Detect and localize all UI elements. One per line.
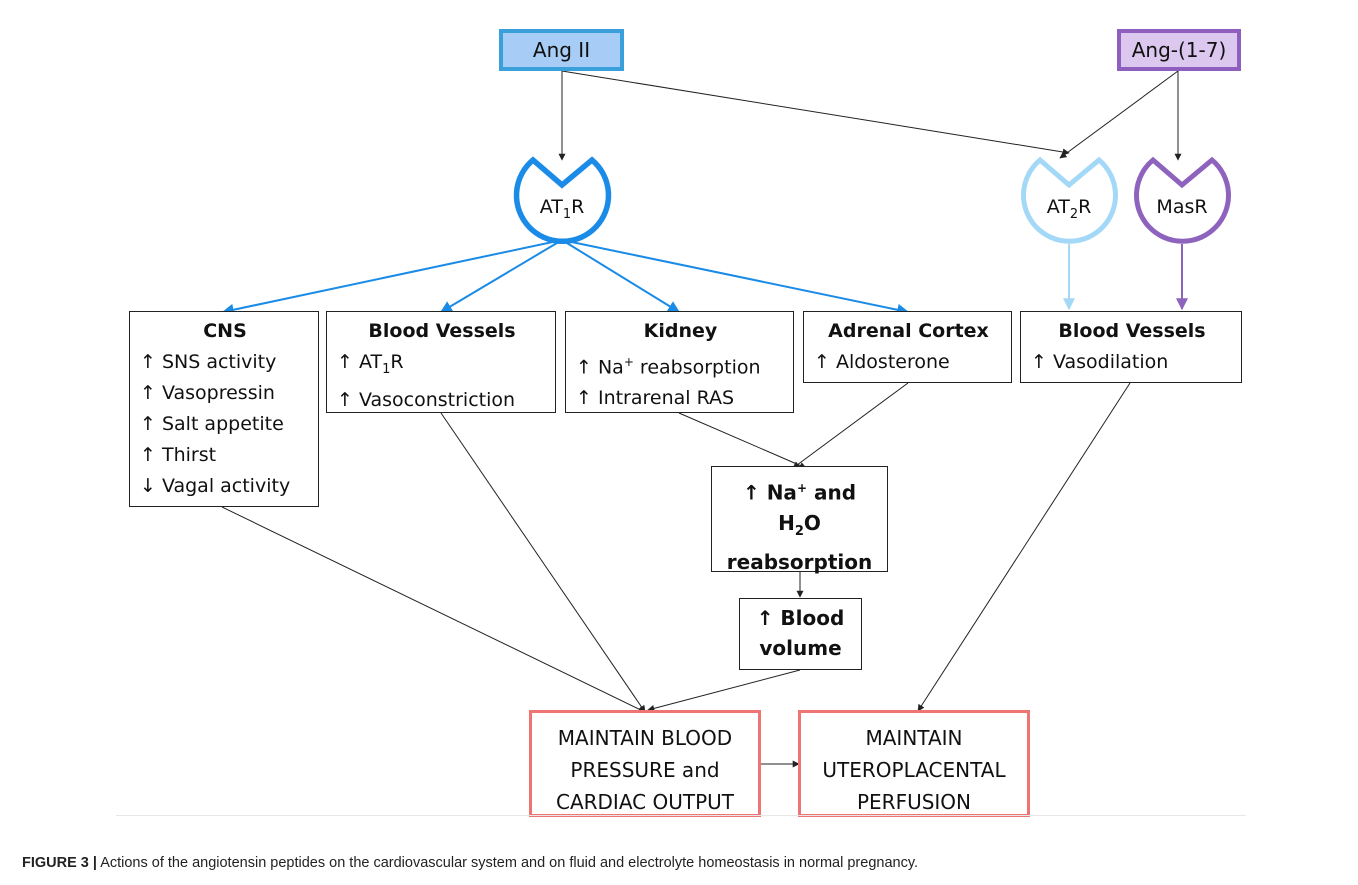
arrow-ang2-to-at2r (561, 70, 1070, 156)
cns-line-2: ↑ Vasopressin (140, 382, 275, 404)
ang2-label: Ang II (532, 38, 591, 62)
reabsorption-line-3: reabsorption (726, 549, 873, 574)
reabsorption-line-2: H2O (778, 510, 821, 539)
arrow-ang17-to-at2r (1059, 70, 1179, 159)
cns-line-3: ↑ Salt appetite (140, 413, 284, 435)
adrenal-cortex-title: Adrenal Cortex (828, 320, 989, 342)
reabsorption-box: ↑ Na+ and H2O reabsorption (711, 466, 888, 574)
ang17-label: Ang-(1-7) (1131, 38, 1227, 62)
reabsorption-line-1: ↑ Na+ and (742, 480, 857, 505)
arrow-at1r-to-vessels (439, 239, 563, 313)
maintain-bp-line-2: PRESSURE and (570, 758, 720, 782)
caption-text: Actions of the angiotensin peptides on t… (96, 855, 919, 871)
blood-vessels-line-1: ↑ AT1R (337, 351, 404, 377)
masr-label: MasR (1142, 196, 1222, 218)
arrow-at1r-to-cns (221, 239, 563, 316)
blood-volume-line-1: ↑ Blood (756, 606, 845, 630)
cns-box: CNS ↑ SNS activity ↑ Vasopressin ↑ Salt … (129, 311, 319, 507)
maintain-blood-pressure-box: MAINTAIN BLOOD PRESSURE and CARDIAC OUTP… (529, 710, 761, 817)
kidney-title: Kidney (643, 320, 718, 342)
at1r-label: AT1R (522, 196, 602, 222)
blood-vessels-2-title: Blood Vessels (1058, 320, 1206, 342)
figure-caption: FIGURE 3 | Actions of the angiotensin pe… (22, 855, 918, 871)
blood-vessels-line-2: ↑ Vasoconstriction (337, 388, 516, 411)
kidney-box: Kidney ↑ Na+ reabsorption ↑ Intrarenal R… (565, 311, 794, 413)
arrow-adrenal-to-reabsorption (792, 382, 909, 469)
maintain-uteroplacental-perfusion-box: MAINTAIN UTEROPLACENTAL PERFUSION (798, 710, 1030, 817)
arrow-volume-to-bp (647, 669, 801, 712)
blood-vessels-box: Blood Vessels ↑ AT1R ↑ Vasoconstriction (326, 311, 556, 413)
arrow-kidney-to-reabsorption (678, 412, 807, 469)
caption-label: FIGURE 3 | (22, 855, 97, 871)
masr-receptor-shape (1134, 156, 1231, 244)
blood-volume-box: ↑ Blood volume (739, 598, 862, 670)
at2r-suffix: R (1078, 196, 1092, 218)
arrow-vessels-to-bp (440, 412, 646, 713)
at2r-sub: 2 (1069, 206, 1079, 222)
maintain-up-line-3: PERFUSION (856, 790, 972, 814)
at2r-label: AT2R (1029, 196, 1109, 222)
cns-title: CNS (203, 320, 247, 342)
maintain-bp-line-3: CARDIAC OUTPUT (555, 790, 734, 814)
at1r-suffix: R (571, 196, 585, 218)
arrow-vessels2-to-perfusion (917, 382, 1131, 712)
arrow-cns-to-bp (221, 506, 646, 713)
blood-vessels-2-line-1: ↑ Vasodilation (1031, 351, 1169, 373)
masr-text: MasR (1156, 196, 1208, 218)
arrow-at1r-to-kidney (561, 239, 681, 313)
blood-vessels-title: Blood Vessels (368, 320, 516, 342)
cns-line-4: ↑ Thirst (140, 444, 217, 466)
blood-volume-line-2: volume (759, 636, 842, 660)
ang17-node: Ang-(1-7) (1117, 29, 1241, 71)
at1r-sub: 1 (562, 206, 572, 222)
at2r-prefix: AT (1046, 196, 1070, 218)
adrenal-cortex-box: Adrenal Cortex ↑ Aldosterone (803, 311, 1012, 383)
maintain-up-line-2: UTEROPLACENTAL (822, 758, 1006, 782)
cns-line-1: ↑ SNS activity (140, 351, 277, 373)
ang2-node: Ang II (499, 29, 624, 71)
blood-vessels-vasodilation-box: Blood Vessels ↑ Vasodilation (1020, 311, 1242, 383)
cns-line-5: ↓ Vagal activity (140, 475, 291, 497)
maintain-up-line-1: MAINTAIN (865, 726, 963, 750)
maintain-bp-line-1: MAINTAIN BLOOD (557, 726, 733, 750)
at2r-receptor-shape (1021, 156, 1118, 244)
separator-rule (116, 815, 1246, 816)
adrenal-cortex-line-1: ↑ Aldosterone (814, 351, 950, 373)
kidney-line-2: ↑ Intrarenal RAS (576, 387, 735, 410)
at1r-prefix: AT (539, 196, 563, 218)
kidney-line-1: ↑ Na+ reabsorption (576, 355, 761, 379)
arrow-at1r-to-adrenal (561, 239, 910, 316)
